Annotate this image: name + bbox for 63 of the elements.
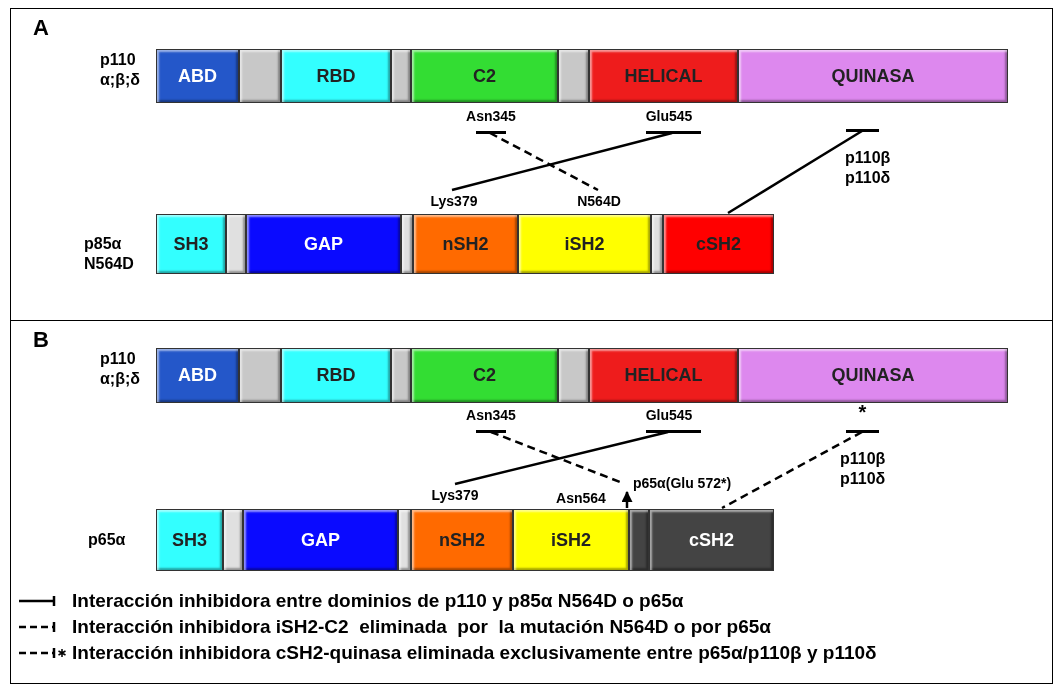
residue-label: N564D [564, 191, 634, 211]
domain-box: QUINASA [738, 49, 1008, 103]
domain-box: cSH2 [649, 509, 774, 571]
residue-label: Glu545 [644, 407, 694, 423]
residue-label: Asn564 [546, 488, 616, 508]
legend-text: Interacción inhibidora iSH2-C2 eliminada por la mutación N564D o por p65α [72, 616, 771, 638]
interaction-line [721, 430, 863, 510]
domain-box: SH3 [156, 214, 226, 274]
domain-box: ABD [156, 348, 239, 403]
residue-label: p65α(Glu 572*) [621, 473, 781, 493]
residue-label: Lys379 [419, 485, 491, 505]
protein-label: p110β p110δ [840, 449, 887, 489]
linker-box [223, 509, 243, 571]
domain-box: nSH2 [413, 214, 518, 274]
linker-box [629, 509, 649, 571]
site-bar [846, 129, 879, 132]
linker-box [239, 348, 281, 403]
protein-label: p110β p110δ [845, 148, 892, 188]
domain-box: HELICAL [589, 348, 738, 403]
protein-label: p65α [88, 530, 127, 550]
panel-frame [10, 8, 1053, 321]
linker-box [558, 348, 589, 403]
domain-box: ABD [156, 49, 239, 103]
linker-box [226, 214, 246, 274]
domain-box: cSH2 [663, 214, 774, 274]
linker-box [391, 49, 411, 103]
interaction-line [451, 131, 673, 192]
domain-box: nSH2 [411, 509, 513, 571]
residue-label: * [857, 401, 868, 424]
domain-box: iSH2 [513, 509, 629, 571]
interaction-line [454, 430, 669, 486]
panel-letter: A [33, 15, 49, 41]
domain-box: iSH2 [518, 214, 651, 274]
linker-box [398, 509, 411, 571]
linker-box [651, 214, 663, 274]
panel-frame [10, 320, 1053, 684]
domain-box: C2 [411, 348, 558, 403]
domain-box: RBD [281, 348, 391, 403]
legend-text: Interacción inhibidora entre dominios de p110 y p85α N564D o p65α [72, 590, 684, 612]
linker-box [391, 348, 411, 403]
protein-label: p110 α;β;δ [100, 349, 141, 389]
protein-label: p110 α;β;δ [100, 50, 141, 90]
domain-box: QUINASA [738, 348, 1008, 403]
residue-label: Asn345 [465, 108, 517, 124]
panel-letter: B [33, 327, 49, 353]
legend-text: Interacción inhibidora cSH2-quinasa eliminada exclusivamente entre p65α/p110β y p110δ [72, 642, 877, 664]
linker-box [558, 49, 589, 103]
protein-label: p85α N564D [84, 234, 135, 274]
residue-label: Glu545 [644, 108, 694, 124]
domain-box: GAP [246, 214, 401, 274]
arrow [621, 490, 633, 508]
interaction-line [490, 430, 621, 484]
linker-box [239, 49, 281, 103]
domain-box: RBD [281, 49, 391, 103]
linker-box [401, 214, 413, 274]
residue-label: Asn345 [465, 407, 517, 423]
domain-box: GAP [243, 509, 398, 571]
interaction-line [489, 131, 599, 192]
domain-box: HELICAL [589, 49, 738, 103]
domain-box: C2 [411, 49, 558, 103]
domain-box: SH3 [156, 509, 223, 571]
residue-label: Lys379 [419, 191, 489, 211]
interaction-line [727, 129, 863, 215]
